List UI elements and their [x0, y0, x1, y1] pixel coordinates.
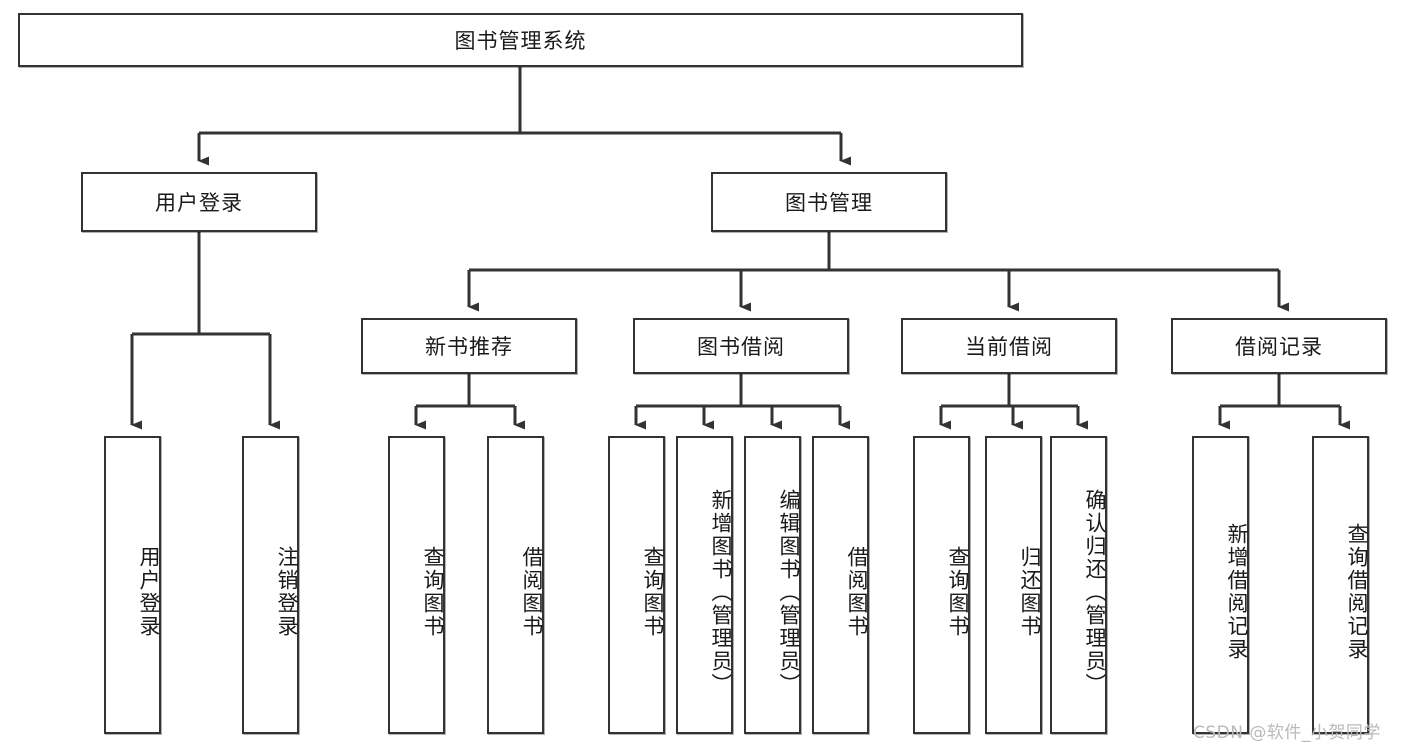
csdn-watermark: CSDN @软件_小贺同学 — [1193, 723, 1381, 743]
node-leaf-borrow-book-label: 借阅图书 — [845, 546, 869, 638]
node-leaf-borrow-book[interactable]: 借阅图书 — [812, 436, 869, 734]
node-leaf-query-book-borrow-label: 查询图书 — [641, 546, 665, 638]
node-leaf-add-book-admin-label: 新增图书（管理员） — [709, 488, 733, 696]
node-leaf-edit-book-admin-label: 编辑图书（管理员） — [777, 488, 801, 696]
node-leaf-query-borrow-record[interactable]: 查询借阅记录 — [1312, 436, 1369, 734]
node-root-label: 图书管理系统 — [454, 29, 587, 53]
node-leaf-borrow-book-recommend[interactable]: 借阅图书 — [487, 436, 544, 734]
node-leaf-add-borrow-record-label: 新增借阅记录 — [1225, 523, 1249, 661]
node-leaf-return-book[interactable]: 归还图书 — [985, 436, 1042, 734]
node-leaf-query-book-current[interactable]: 查询图书 — [913, 436, 970, 734]
node-leaf-borrow-book-recommend-label: 借阅图书 — [520, 546, 544, 638]
node-book-borrow[interactable]: 图书借阅 — [633, 318, 849, 374]
node-leaf-add-book-admin[interactable]: 新增图书（管理员） — [676, 436, 733, 734]
node-new-book-recommend[interactable]: 新书推荐 — [361, 318, 577, 374]
node-current-borrow[interactable]: 当前借阅 — [901, 318, 1117, 374]
node-book-management[interactable]: 图书管理 — [711, 172, 947, 232]
node-leaf-query-borrow-record-label: 查询借阅记录 — [1345, 523, 1369, 661]
node-root[interactable]: 图书管理系统 — [18, 13, 1023, 67]
node-borrow-records[interactable]: 借阅记录 — [1171, 318, 1387, 374]
node-leaf-user-login[interactable]: 用户登录 — [104, 436, 161, 734]
node-leaf-user-login-label: 用户登录 — [137, 546, 161, 638]
node-leaf-logout-login-label: 注销登录 — [275, 546, 299, 638]
node-leaf-add-borrow-record[interactable]: 新增借阅记录 — [1192, 436, 1249, 734]
node-leaf-logout-login[interactable]: 注销登录 — [242, 436, 299, 734]
node-book-borrow-label: 图书借阅 — [697, 335, 785, 359]
node-leaf-confirm-return-admin[interactable]: 确认归还（管理员） — [1050, 436, 1107, 734]
node-book-management-label: 图书管理 — [785, 191, 873, 215]
tree-connectors — [130, 67, 1350, 430]
node-leaf-query-book-current-label: 查询图书 — [946, 546, 970, 638]
node-user-login[interactable]: 用户登录 — [81, 172, 317, 232]
node-borrow-records-label: 借阅记录 — [1235, 335, 1323, 359]
node-leaf-query-book-recommend[interactable]: 查询图书 — [388, 436, 445, 734]
node-new-book-recommend-label: 新书推荐 — [425, 335, 513, 359]
node-leaf-query-book-borrow[interactable]: 查询图书 — [608, 436, 665, 734]
node-current-borrow-label: 当前借阅 — [965, 335, 1053, 359]
node-leaf-confirm-return-admin-label: 确认归还（管理员） — [1083, 488, 1107, 696]
node-leaf-edit-book-admin[interactable]: 编辑图书（管理员） — [744, 436, 801, 734]
node-leaf-query-book-recommend-label: 查询图书 — [421, 546, 445, 638]
node-user-login-label: 用户登录 — [155, 191, 243, 215]
node-leaf-return-book-label: 归还图书 — [1018, 546, 1042, 638]
